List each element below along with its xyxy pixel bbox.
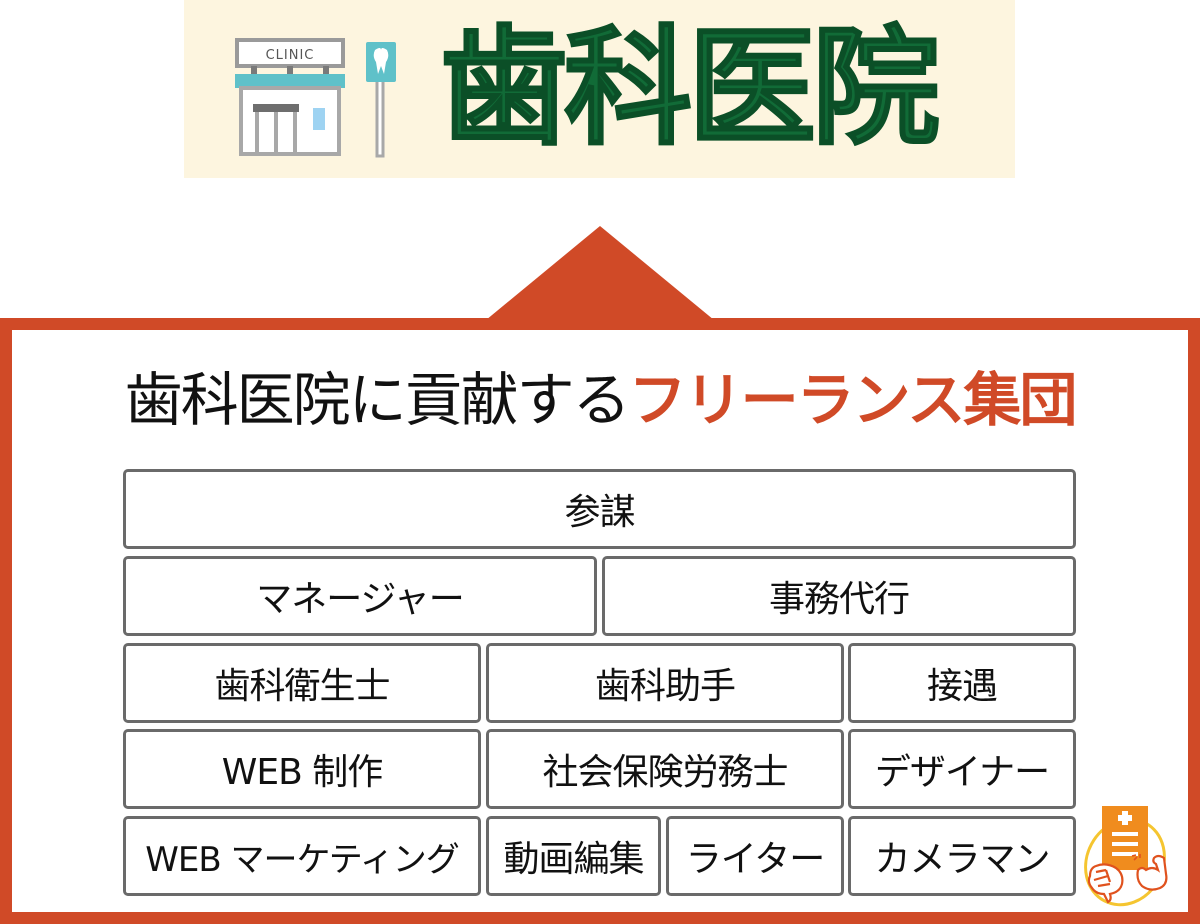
role-label: マネージャー [256,579,464,620]
tooth-icon [373,48,389,74]
role-label: デザイナー [874,752,1050,793]
role-cell-manager: マネージャー [123,556,597,636]
role-label: カメラマン [874,839,1050,880]
role-label: 歯科衛生士 [214,666,390,707]
flexed-arm-icon [1136,854,1168,891]
banner-title: 歯科医院 [439,13,980,164]
role-cell-designer: デザイナー [848,729,1076,809]
frame-heading: 歯科医院に貢献するフリーランス集団 [0,360,1200,440]
role-cell-dental-assistant: 歯科助手 [486,643,844,723]
role-label: 動画編集 [503,839,644,880]
role-label: WEB マーケティング [145,839,460,880]
heading-prefix: 歯科医院に貢献する [124,366,631,434]
role-cell-cameraman: カメラマン [848,816,1076,896]
role-label: 社会保険労務士 [542,752,788,793]
brain-icon [1087,863,1124,904]
clinic-building-icon: CLINIC [235,38,396,158]
role-label: 接遇 [926,666,998,707]
role-cell-video-editing: 動画編集 [486,816,661,896]
role-cell-web-production: WEB 制作 [123,729,481,809]
role-label: 事務代行 [768,579,910,620]
role-cell-web-marketing: WEB マーケティング [123,816,481,896]
clinic-sign-text: CLINIC [266,48,315,63]
heading-accent: フリーランス集団 [628,366,1078,434]
role-cell-office-agent: 事務代行 [602,556,1076,636]
role-cell-writer: ライター [666,816,844,896]
role-cell-dental-hygienist: 歯科衛生士 [123,643,481,723]
role-label: 歯科助手 [594,666,736,707]
medical-brain-muscle-logo [1084,806,1168,907]
up-arrow-connector [486,226,714,320]
role-label: ライター [685,839,826,880]
role-cell-hospitality: 接遇 [848,643,1076,723]
role-label: 参謀 [564,492,635,533]
role-label: WEB 制作 [221,752,383,793]
role-cell-strategist: 参謀 [123,469,1076,549]
banner-title-text: 歯科医院 [439,13,941,164]
medical-cross-icon [1118,815,1132,821]
role-cell-labor-consultant: 社会保険労務士 [486,729,844,809]
